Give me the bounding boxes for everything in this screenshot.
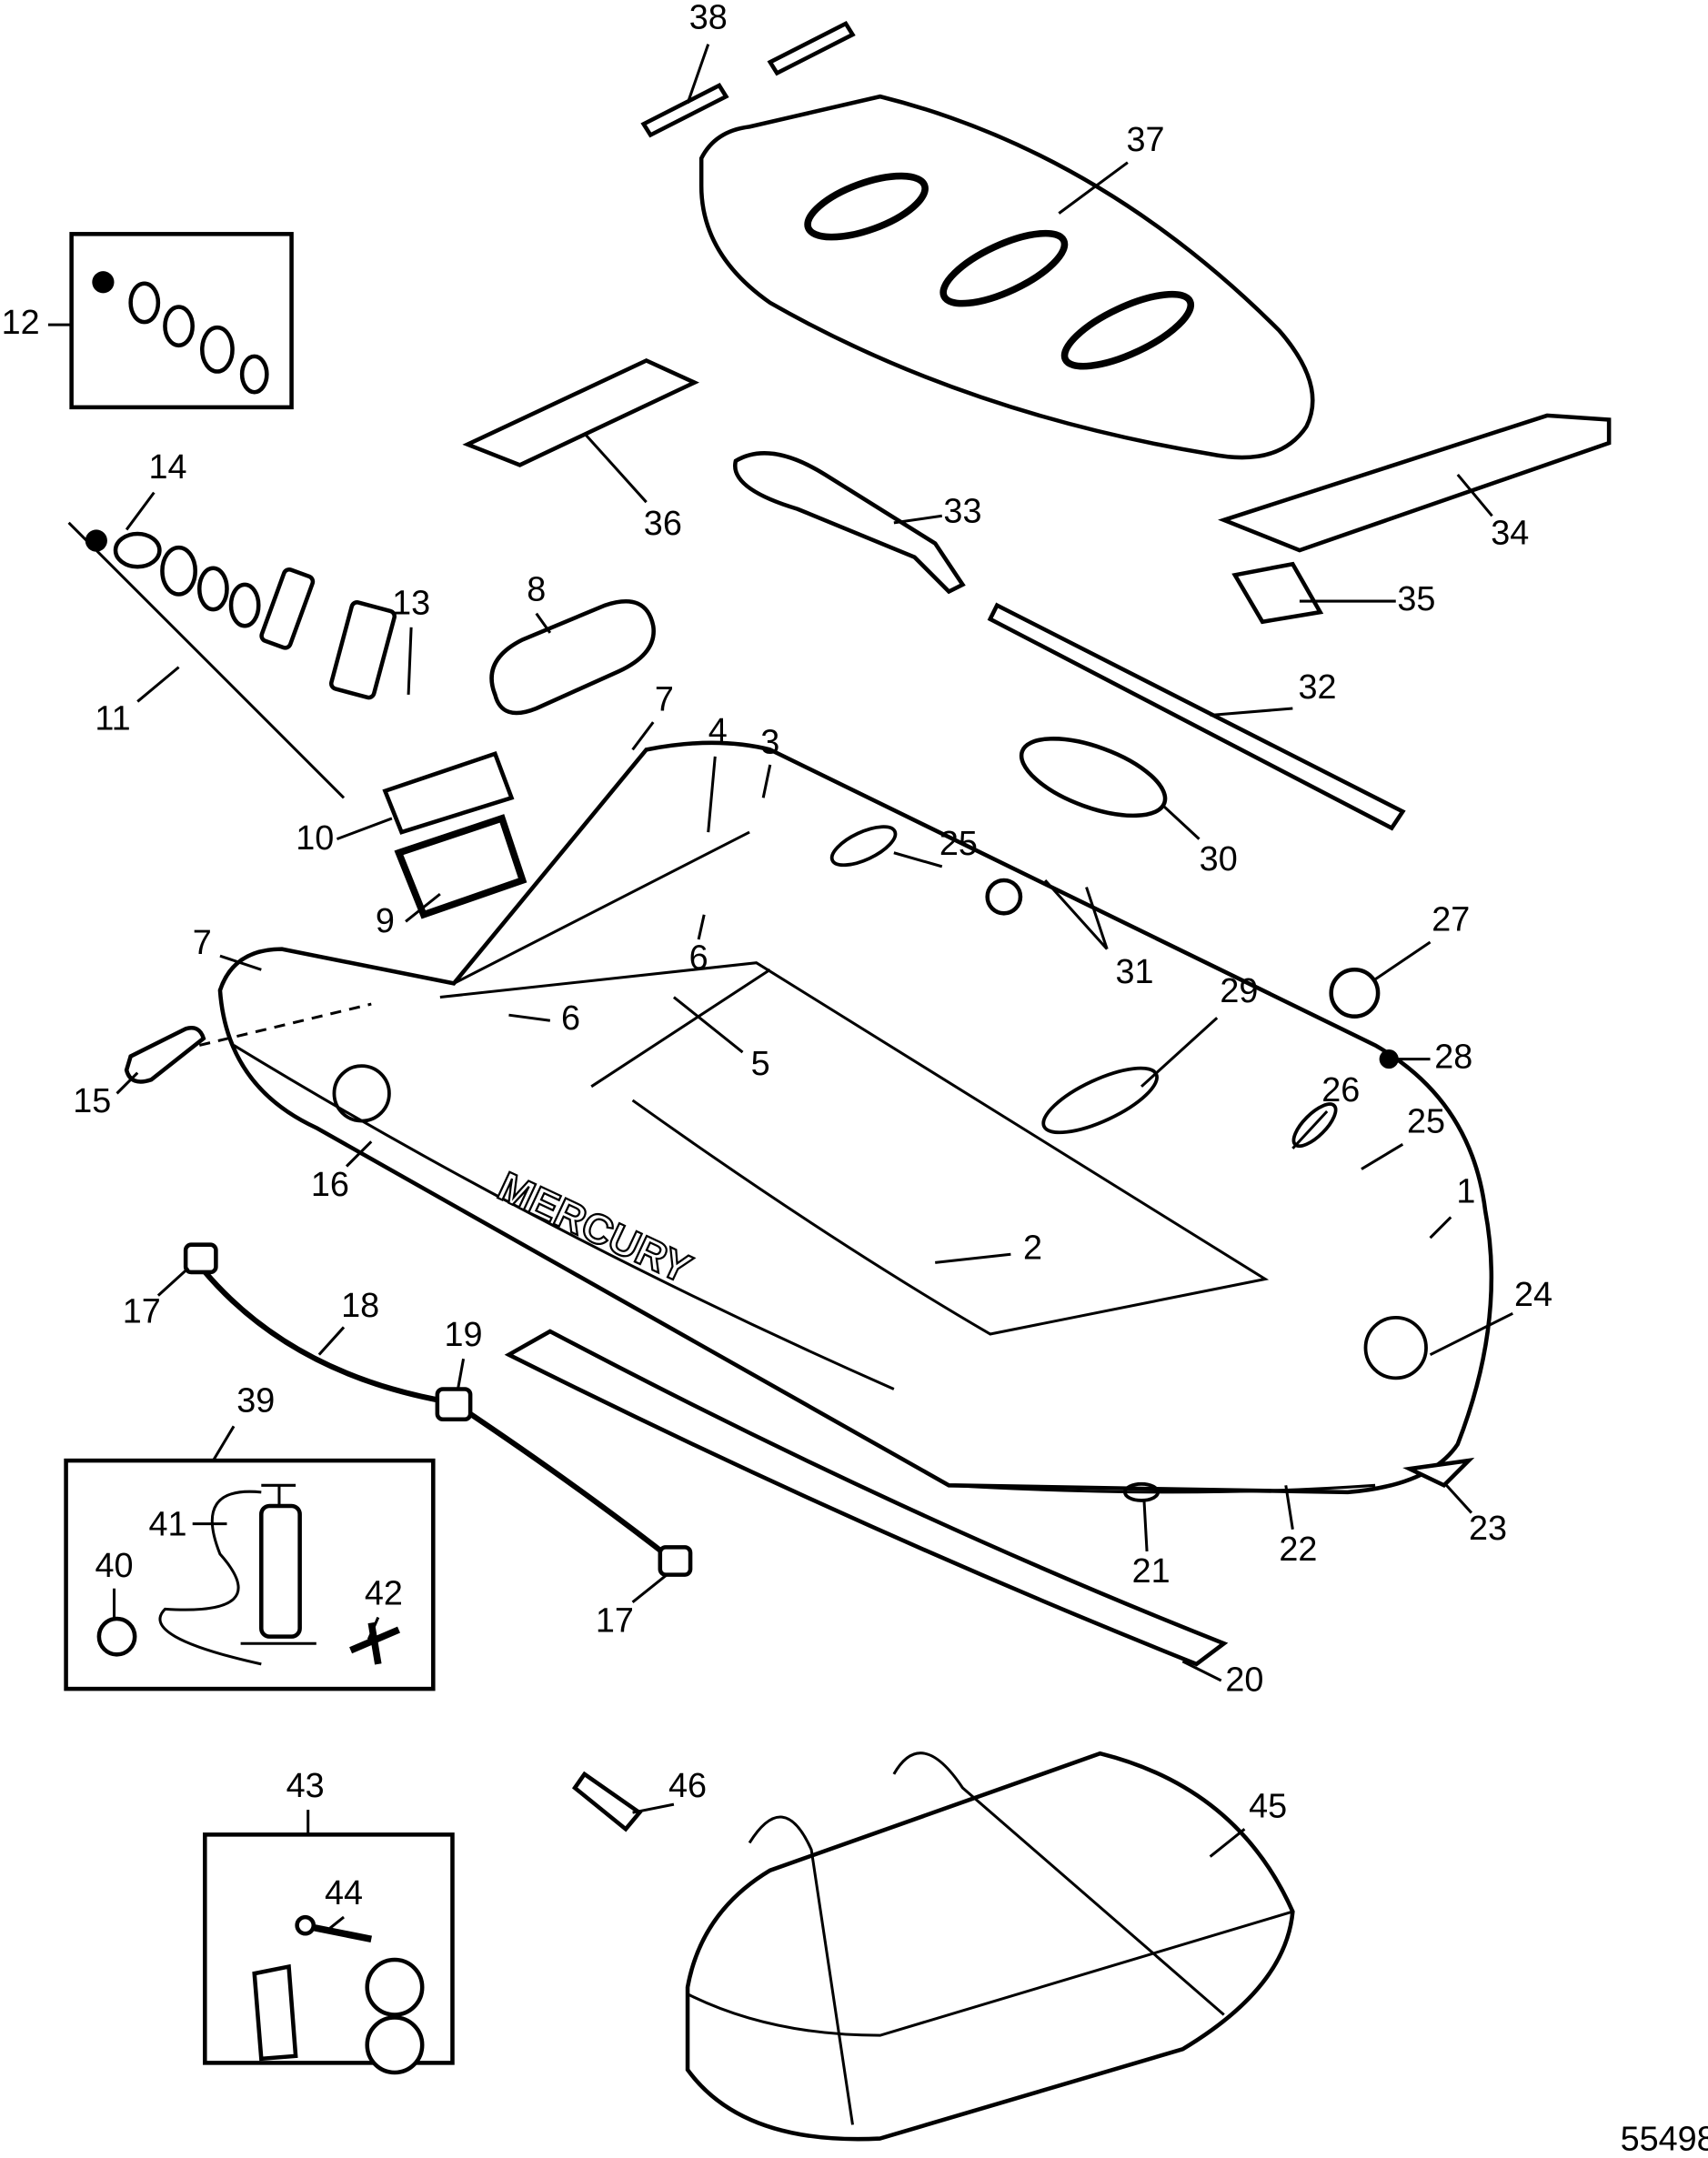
callout-2: 2: [1023, 1230, 1042, 1268]
callout-16: 16: [311, 1166, 349, 1204]
callout-8: 8: [527, 570, 546, 608]
callout-18: 18: [341, 1287, 379, 1325]
part-drawings: MERCURY: [64, 21, 1612, 2142]
part-32-shaft: [987, 602, 1406, 831]
callout-20: 20: [1225, 1661, 1263, 1700]
part-36-strip: [462, 357, 699, 467]
callout-43: 43: [286, 1767, 325, 1805]
callout-17: 17: [596, 1602, 634, 1641]
callout-35: 35: [1397, 580, 1435, 618]
callout-21: 21: [1132, 1552, 1170, 1591]
part-17-end: [183, 1242, 218, 1275]
part-17-end-b: [658, 1545, 693, 1577]
part-33-oar: [733, 451, 966, 595]
callout-25: 25: [939, 825, 978, 863]
part-28-cap: [1379, 1049, 1399, 1069]
part-23-tow-ring: [1402, 1457, 1475, 1489]
callout-7: 7: [193, 924, 212, 962]
callout-29: 29: [1220, 972, 1258, 1010]
part-35-bracket: [1231, 561, 1324, 625]
callout-7: 7: [655, 680, 674, 718]
part-11-valve-assembly: [67, 521, 397, 799]
callout-6: 6: [689, 939, 708, 978]
callout-17: 17: [123, 1292, 161, 1330]
callout-19: 19: [445, 1316, 483, 1354]
part-20-keel: [504, 1329, 1229, 1667]
callout-36: 36: [644, 505, 682, 543]
callout-38: 38: [689, 0, 728, 36]
callout-44: 44: [325, 1874, 363, 1912]
callout-27: 27: [1432, 900, 1470, 938]
callout-28: 28: [1434, 1039, 1472, 1077]
callout-5: 5: [751, 1045, 770, 1083]
callout-12: 12: [2, 304, 40, 342]
callout-9: 9: [376, 902, 395, 940]
part-45-storage-bag: [685, 1751, 1295, 2142]
callout-46: 46: [668, 1767, 707, 1805]
part-38-bar: [640, 21, 856, 138]
callout-41: 41: [148, 1506, 186, 1544]
callout-32: 32: [1299, 668, 1337, 707]
callout-31: 31: [1115, 953, 1153, 991]
part-27-valve: [1329, 968, 1381, 1019]
part-19-clip: [435, 1387, 473, 1422]
callout-24: 24: [1514, 1276, 1552, 1314]
callout-33: 33: [943, 492, 981, 530]
callout-26: 26: [1321, 1071, 1360, 1109]
leader-15-dashed: [198, 1002, 372, 1047]
callout-labels: 1234566778910111213141516171718192021222…: [2, 0, 1552, 1912]
callout-40: 40: [95, 1547, 133, 1585]
callout-23: 23: [1469, 1510, 1507, 1548]
part-9-transom-board: [394, 814, 527, 919]
callout-37: 37: [1127, 121, 1165, 159]
callout-14: 14: [148, 448, 186, 487]
callout-11: 11: [95, 700, 130, 738]
callout-3: 3: [760, 723, 779, 761]
part-34-seat: [1218, 413, 1612, 553]
callout-25: 25: [1407, 1103, 1445, 1141]
callout-39: 39: [236, 1382, 275, 1420]
floor-cutouts: [804, 172, 1195, 370]
part-8-panel: [489, 599, 656, 716]
part-30-oarlock: [1019, 737, 1168, 818]
part-46-adhesive-tube: [571, 1771, 643, 1832]
callout-22: 22: [1279, 1531, 1317, 1569]
callout-1: 1: [1456, 1173, 1475, 1211]
leader-lines: [47, 44, 1513, 1930]
part-12-box: [69, 232, 294, 410]
callout-34: 34: [1491, 514, 1529, 552]
part-37-floor: [698, 94, 1315, 460]
callout-45: 45: [1249, 1788, 1287, 1826]
part-15-handle: [124, 1026, 206, 1084]
callout-15: 15: [73, 1082, 111, 1120]
part-43-repair-kit: [203, 1832, 455, 2075]
part-31-pin: [985, 878, 1023, 916]
callout-4: 4: [708, 712, 728, 750]
figure-number: 55498: [1621, 2121, 1708, 2158]
callout-13: 13: [392, 585, 430, 623]
callout-6: 6: [561, 999, 580, 1038]
callout-42: 42: [365, 1574, 403, 1612]
callout-10: 10: [296, 819, 334, 858]
part-10-patch: [382, 751, 515, 835]
callout-30: 30: [1200, 840, 1238, 878]
